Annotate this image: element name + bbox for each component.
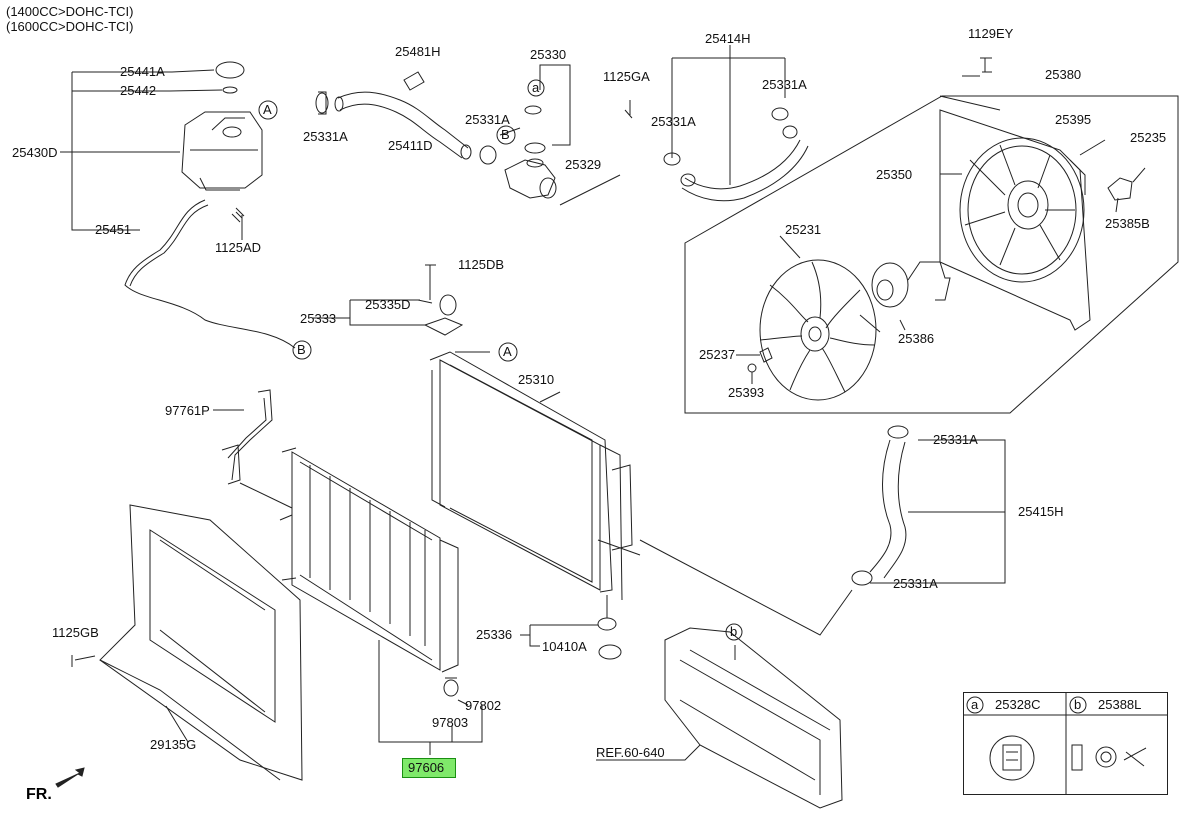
- marker-B-lower[interactable]: B: [297, 342, 306, 357]
- reservoir-tank: [181, 61, 263, 191]
- part-25350[interactable]: 25350: [876, 167, 913, 182]
- part-25331A-hose-right[interactable]: 25331A: [762, 77, 807, 92]
- part-25380[interactable]: 25380: [1045, 67, 1082, 82]
- part-25442[interactable]: 25442: [120, 83, 157, 98]
- clip-25237: [759, 347, 773, 363]
- marker-B-upper[interactable]: B: [501, 127, 510, 142]
- part-1129EY[interactable]: 1129EY: [968, 26, 1014, 41]
- clamp-25331A-mid: [479, 145, 497, 165]
- legend-part-25328C[interactable]: 25328C: [995, 697, 1041, 712]
- bolt-1125GB: [71, 655, 96, 667]
- motor-25386: [871, 261, 951, 331]
- part-25481H[interactable]: 25481H: [395, 44, 441, 59]
- part-25335D[interactable]: 25335D: [365, 297, 411, 312]
- bushing-10410A: [598, 644, 622, 660]
- part-25330[interactable]: 25330: [530, 47, 567, 62]
- marker-A-lower[interactable]: A: [503, 344, 512, 359]
- part-97761P[interactable]: 97761P: [165, 403, 210, 418]
- part-25336[interactable]: 25336: [476, 627, 513, 642]
- part-25414H[interactable]: 25414H: [705, 31, 751, 46]
- upper-hose-25411D: [334, 91, 472, 160]
- part-25415H[interactable]: 25415H: [1018, 504, 1064, 519]
- part-25310[interactable]: 25310: [518, 372, 555, 387]
- pipe-97761P: [221, 389, 273, 485]
- part-25430D[interactable]: 25430D: [12, 145, 58, 160]
- clip-icon-25328C: [989, 735, 1035, 781]
- legend-box: [963, 692, 1168, 795]
- engine-spec-header: (1400CC>DOHC-TCI) (1600CC>DOHC-TCI): [6, 4, 134, 34]
- front-carrier-ref: [664, 627, 843, 809]
- part-1125GA[interactable]: 1125GA: [603, 69, 650, 84]
- part-1125DB[interactable]: 1125DB: [458, 257, 505, 272]
- radiator-25310: [429, 351, 641, 601]
- part-25331A-lower-bottom[interactable]: 25331A: [893, 576, 938, 591]
- air-guard-29135G: [99, 504, 303, 781]
- bracket-25481H: [403, 71, 425, 91]
- part-25451[interactable]: 25451: [95, 222, 132, 237]
- legend-part-25388L[interactable]: 25388L: [1098, 697, 1142, 712]
- mount-25335D: [423, 294, 464, 336]
- part-25237[interactable]: 25237: [699, 347, 736, 362]
- part-25331A-left[interactable]: 25331A: [303, 129, 348, 144]
- condenser-97606: [279, 447, 459, 697]
- part-25333[interactable]: 25333: [300, 311, 337, 326]
- part-10410A[interactable]: 10410A: [542, 639, 587, 654]
- marker-a-upper[interactable]: a: [532, 80, 540, 95]
- water-outlet-housing: [504, 105, 557, 199]
- part-97803[interactable]: 97803: [432, 715, 469, 730]
- ref-60-640[interactable]: REF.60-640: [596, 745, 665, 760]
- marker-A-upper[interactable]: A: [263, 102, 272, 117]
- fan-blade-25231: [759, 259, 877, 401]
- part-29135G[interactable]: 29135G: [150, 737, 197, 752]
- hose-25415H: [851, 425, 909, 586]
- clamp-25331A-left: [315, 91, 329, 115]
- part-25395[interactable]: 25395: [1055, 112, 1092, 127]
- part-97606[interactable]: 97606: [408, 760, 445, 775]
- part-25331A-hose-left[interactable]: 25331A: [651, 114, 696, 129]
- bolt-1125AD: [231, 207, 245, 223]
- legend-marker-a: a: [971, 697, 979, 712]
- shroud-25350: [939, 109, 1091, 331]
- highlight-97606: [402, 758, 456, 778]
- part-25231[interactable]: 25231: [785, 222, 822, 237]
- engine-spec-line-2: (1600CC>DOHC-TCI): [6, 19, 134, 34]
- front-direction-label: FR.: [26, 786, 52, 803]
- part-1125AD[interactable]: 1125AD: [215, 240, 262, 255]
- clip-icon-25388L: [1071, 744, 1147, 771]
- part-25331A-mid[interactable]: 25331A: [465, 112, 510, 127]
- bolt-1129EY: [962, 57, 992, 77]
- part-25411D[interactable]: 25411D: [388, 138, 433, 153]
- bolt-1125DB: [425, 264, 436, 300]
- part-25331A-lower-top[interactable]: 25331A: [933, 432, 978, 447]
- part-25385B[interactable]: 25385B: [1105, 216, 1150, 231]
- engine-spec-line-1: (1400CC>DOHC-TCI): [6, 4, 134, 19]
- legend-marker-b: b: [1074, 697, 1082, 712]
- bushing-25336: [597, 595, 617, 631]
- marker-b-carrier[interactable]: b: [730, 624, 738, 639]
- part-25386[interactable]: 25386: [898, 331, 935, 346]
- part-25441A[interactable]: 25441A: [120, 64, 165, 79]
- part-1125GB[interactable]: 1125GB: [52, 625, 99, 640]
- overflow-hose-25451: [124, 199, 296, 349]
- fr-arrow: [55, 767, 85, 788]
- part-25235[interactable]: 25235: [1130, 130, 1167, 145]
- connector-25385B: [1107, 177, 1133, 201]
- part-25393[interactable]: 25393: [728, 385, 765, 400]
- part-97802[interactable]: 97802: [465, 698, 502, 713]
- part-25329[interactable]: 25329: [565, 157, 602, 172]
